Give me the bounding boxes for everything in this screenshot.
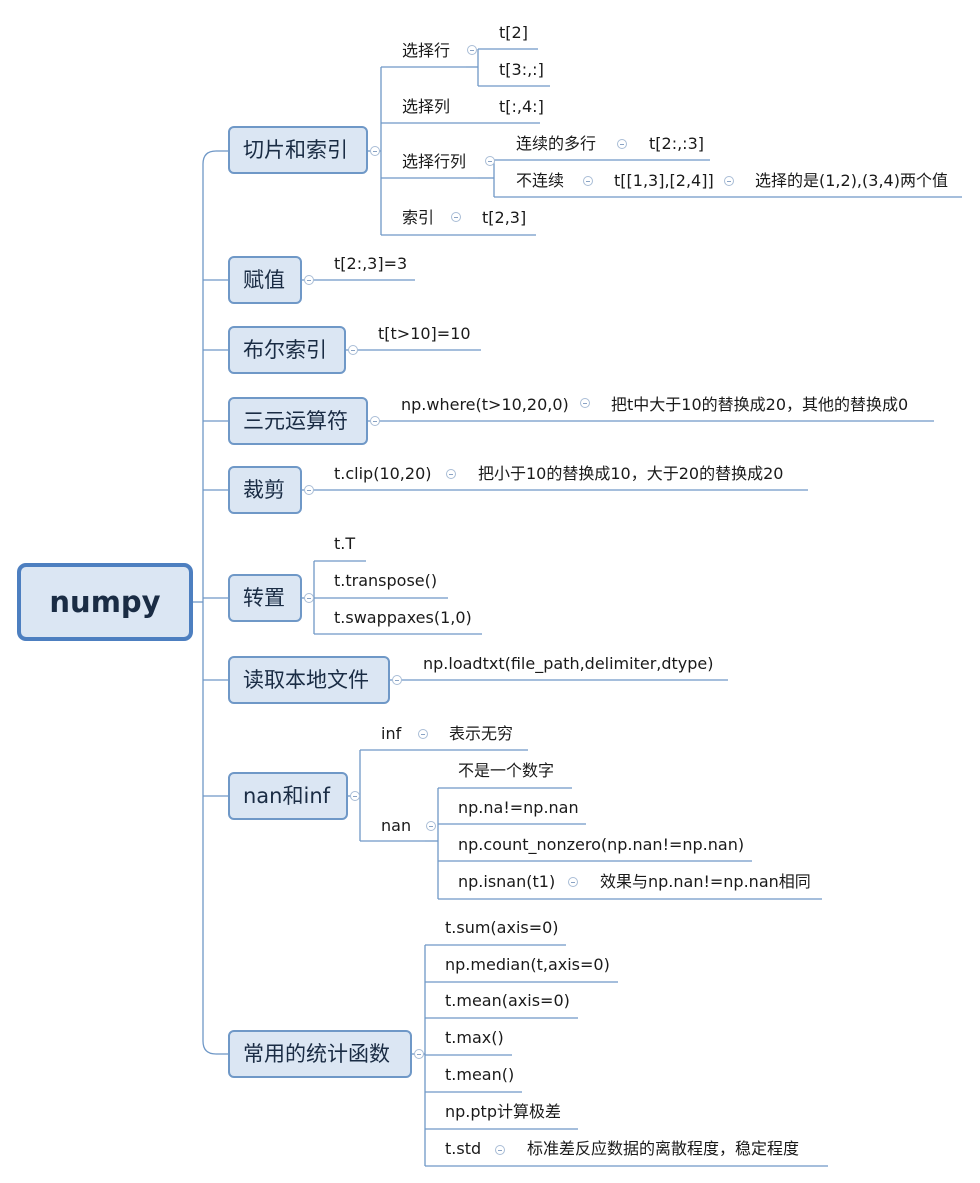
collapse-toggle-icon[interactable] — [485, 156, 495, 166]
label-transpose-ex3[interactable]: t.swappaxes(1,0) — [334, 608, 472, 627]
label-contiguous-rows[interactable]: 连续的多行 — [516, 134, 597, 153]
label-transpose-ex2[interactable]: t.transpose() — [334, 571, 438, 590]
label-transpose-ex1[interactable]: t.T — [334, 534, 356, 553]
label-row-example-2[interactable]: t[3:,:] — [499, 60, 544, 79]
collapse-toggle-icon[interactable] — [617, 139, 627, 149]
collapse-toggle-icon[interactable] — [348, 345, 358, 355]
collapse-toggle-icon[interactable] — [304, 275, 314, 285]
collapse-toggle-icon[interactable] — [350, 791, 360, 801]
label-clip-note[interactable]: 把小于10的替换成10，大于20的替换成20 — [478, 464, 784, 483]
label-index[interactable]: 索引 — [402, 208, 435, 227]
label-select-column[interactable]: 选择列 — [402, 97, 451, 116]
collapse-toggle-icon[interactable] — [495, 1145, 505, 1155]
node-boolean-indexing[interactable]: 布尔索引 — [228, 326, 346, 374]
node-read-local-file[interactable]: 读取本地文件 — [228, 656, 390, 704]
label-row-example-1[interactable]: t[2] — [499, 23, 528, 42]
label-nan[interactable]: nan — [381, 816, 412, 835]
label-stat-mean[interactable]: t.mean() — [445, 1065, 515, 1084]
collapse-toggle-icon[interactable] — [724, 176, 734, 186]
label-select-row-column[interactable]: 选择行列 — [402, 152, 467, 171]
collapse-toggle-icon[interactable] — [370, 416, 380, 426]
label-stat-sum[interactable]: t.sum(axis=0) — [445, 918, 559, 937]
collapse-toggle-icon[interactable] — [467, 45, 477, 55]
collapse-toggle-icon[interactable] — [304, 485, 314, 495]
label-stat-std-note[interactable]: 标准差反应数据的离散程度，稳定程度 — [527, 1139, 800, 1158]
node-transpose[interactable]: 转置 — [228, 574, 302, 622]
label-nan-1[interactable]: 不是一个数字 — [458, 761, 555, 780]
collapse-toggle-icon[interactable] — [451, 212, 461, 222]
node-slicing-indexing[interactable]: 切片和索引 — [228, 126, 368, 174]
collapse-toggle-icon[interactable] — [583, 176, 593, 186]
node-ternary-operator[interactable]: 三元运算符 — [228, 397, 368, 445]
node-statistics[interactable]: 常用的统计函数 — [228, 1030, 412, 1078]
collapse-toggle-icon[interactable] — [392, 675, 402, 685]
label-noncontiguous-note[interactable]: 选择的是(1,2),(3,4)两个值 — [755, 171, 948, 190]
label-inf[interactable]: inf — [381, 724, 402, 743]
label-stat-mean-axis[interactable]: t.mean(axis=0) — [445, 991, 570, 1010]
label-loadtxt[interactable]: np.loadtxt(file_path,delimiter,dtype) — [423, 654, 714, 673]
label-inf-note[interactable]: 表示无穷 — [449, 724, 514, 743]
label-bool-example[interactable]: t[t>10]=10 — [378, 324, 471, 343]
label-column-example[interactable]: t[:,4:] — [499, 97, 544, 116]
label-stat-max[interactable]: t.max() — [445, 1028, 504, 1047]
label-nan-2[interactable]: np.na!=np.nan — [458, 798, 579, 817]
label-ternary-note[interactable]: 把t中大于10的替换成20，其他的替换成0 — [611, 395, 909, 414]
collapse-toggle-icon[interactable] — [568, 877, 578, 887]
collapse-toggle-icon[interactable] — [580, 398, 590, 408]
label-noncontiguous[interactable]: 不连续 — [516, 171, 565, 190]
collapse-toggle-icon[interactable] — [426, 821, 436, 831]
collapse-toggle-icon[interactable] — [304, 593, 314, 603]
label-stat-median[interactable]: np.median(t,axis=0) — [445, 955, 610, 974]
label-select-row[interactable]: 选择行 — [402, 41, 451, 60]
label-nan-4[interactable]: np.isnan(t1) — [458, 872, 556, 891]
root-node[interactable]: numpy — [17, 563, 193, 641]
label-clip-example[interactable]: t.clip(10,20) — [334, 464, 432, 483]
collapse-toggle-icon[interactable] — [418, 729, 428, 739]
node-assignment[interactable]: 赋值 — [228, 256, 302, 304]
label-contiguous-example[interactable]: t[2:,:3] — [649, 134, 704, 153]
label-assign-example[interactable]: t[2:,3]=3 — [334, 254, 408, 273]
label-nan-4-note[interactable]: 效果与np.nan!=np.nan相同 — [600, 872, 811, 891]
label-stat-ptp[interactable]: np.ptp计算极差 — [445, 1102, 561, 1121]
label-nan-3[interactable]: np.count_nonzero(np.nan!=np.nan) — [458, 835, 745, 854]
collapse-toggle-icon[interactable] — [446, 469, 456, 479]
collapse-toggle-icon[interactable] — [414, 1049, 424, 1059]
label-index-example[interactable]: t[2,3] — [482, 208, 527, 227]
label-ternary-example[interactable]: np.where(t>10,20,0) — [401, 395, 569, 414]
label-noncontiguous-example[interactable]: t[[1,3],[2,4]] — [614, 171, 714, 190]
node-nan-inf[interactable]: nan和inf — [228, 772, 348, 820]
collapse-toggle-icon[interactable] — [370, 146, 380, 156]
label-stat-std[interactable]: t.std — [445, 1139, 482, 1158]
node-clip[interactable]: 裁剪 — [228, 466, 302, 514]
